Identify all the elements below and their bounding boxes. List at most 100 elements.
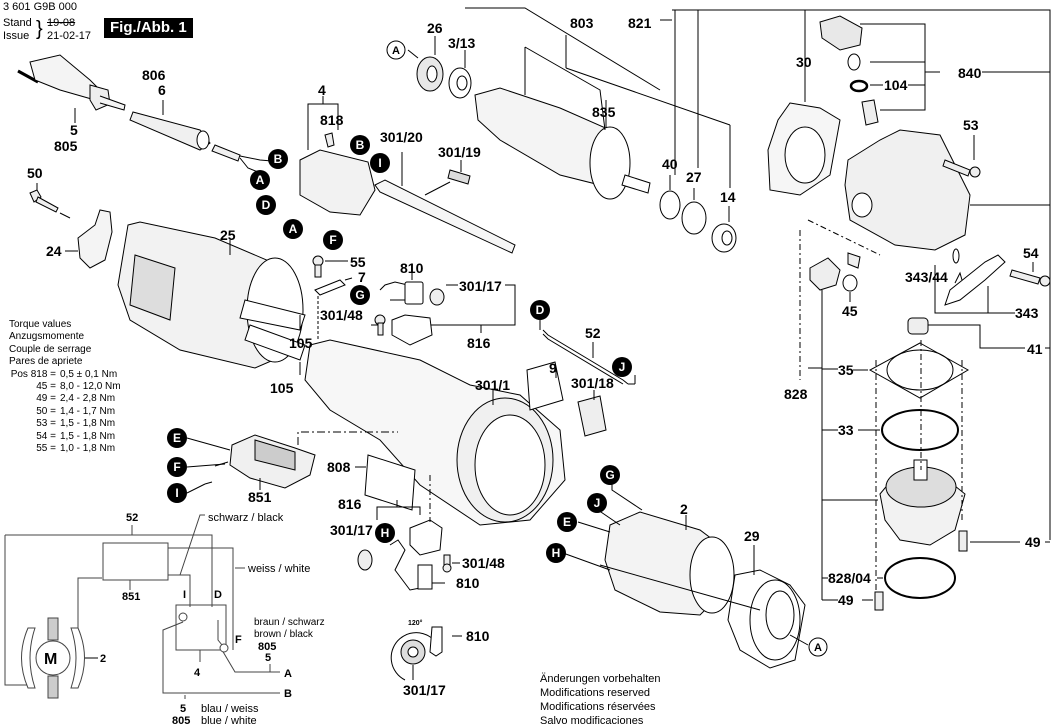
screw-301-48 (374, 314, 386, 336)
bearing-26 (416, 56, 444, 92)
connector-d: D (536, 303, 545, 317)
part-label: 810 (466, 628, 490, 644)
part-label: 35 (838, 362, 854, 378)
part-301-18 (577, 395, 607, 437)
armature-835 (474, 87, 651, 200)
connector-f: F (329, 233, 336, 247)
part-label: 806 (142, 67, 166, 83)
part-label: 301/17 (459, 278, 502, 294)
wire-white-label: weiss / white (247, 563, 310, 575)
part-label: 301/48 (462, 555, 505, 571)
output-b-label: B (284, 688, 292, 700)
connector-a: A (289, 222, 298, 236)
part-label: 301/20 (380, 129, 423, 145)
modifications-note: Änderungen vorbehalten Modifications res… (540, 673, 661, 727)
part-label: 55 (350, 254, 366, 270)
circlip-40 (659, 190, 681, 220)
output-a-label: A (284, 668, 292, 680)
wire-52-label: 52 (126, 512, 138, 524)
stator-label: 2 (100, 653, 106, 665)
part-label: 805 (54, 138, 78, 154)
connector-i: I (175, 486, 178, 500)
part-label: 3/13 (448, 35, 475, 51)
torque-row: 55 =1,0 - 1,8 Nm (36, 443, 116, 455)
switch-label: 4 (194, 667, 201, 679)
torque-title-de: Anzugsmomente (9, 331, 85, 343)
part-label: 816 (467, 335, 491, 351)
gear-housing (844, 129, 971, 251)
lever-rod-301-20 (374, 179, 516, 254)
connector-a: A (814, 642, 822, 654)
part-label: 104 (884, 77, 908, 93)
part-label: 810 (456, 575, 480, 591)
part-label: 5 (70, 122, 78, 138)
part-label: 105 (270, 380, 294, 396)
screw-301-48-lower (442, 554, 452, 573)
wire-brown-805-label: 805 (258, 641, 276, 653)
motor-housing-25 (117, 221, 306, 369)
carbon-brush-810 (404, 281, 424, 305)
fan-baffle-29 (727, 569, 806, 669)
power-plug (17, 54, 126, 111)
ring-27 (681, 201, 707, 235)
part-label: 14 (720, 189, 736, 205)
motor-symbol (21, 617, 98, 699)
label-808 (364, 454, 416, 511)
torque-row: Pos 818 =0,5 ± 0,1 Nm (10, 368, 118, 380)
part-label: 50 (27, 165, 43, 181)
spring-301-19 (447, 169, 471, 185)
part-label: 808 (327, 459, 351, 475)
stand-label: Stand (3, 17, 32, 29)
guard-plate-30 (767, 102, 841, 196)
connector-b: B (274, 152, 283, 166)
cable-sleeve (129, 111, 273, 173)
part-label: 840 (958, 65, 982, 81)
part-label: 343/44 (905, 269, 948, 285)
connector-a: A (392, 45, 400, 57)
cable-52 (542, 329, 629, 385)
bracket-24 (77, 209, 113, 269)
torque-row: 50 =1,4 - 1,7 Nm (36, 405, 116, 417)
torque-values-table: Torque values Anzugsmomente Couple de se… (9, 319, 121, 455)
nut-45 (842, 274, 858, 292)
brush-spring-301-17-lower (357, 549, 373, 571)
wire-black-label: schwarz / black (208, 512, 284, 524)
part-label: 45 (842, 303, 858, 319)
module-851-label: 851 (122, 591, 140, 603)
connector-e: E (173, 431, 181, 445)
connector-h: H (381, 526, 390, 540)
wire-blue-en-label: blue / white (201, 715, 257, 727)
part-label: 835 (592, 104, 616, 120)
connector-d: D (262, 198, 271, 212)
screw-55 (312, 255, 324, 278)
brace-icon: } (36, 18, 43, 40)
part-label: 301/19 (438, 144, 481, 160)
document-number: 3 601 G9B 000 (3, 1, 78, 13)
torque-title-es: Pares de apriete (9, 356, 83, 368)
spring-icon (847, 53, 861, 71)
plate-7 (314, 279, 346, 296)
part-label: 2 (680, 501, 688, 517)
part-label: 54 (1023, 245, 1039, 261)
connector-a: A (256, 173, 265, 187)
part-label: 53 (963, 117, 979, 133)
part-label: 816 (338, 496, 362, 512)
brush-spring-301-17 (429, 288, 445, 306)
flange-plate-35 (868, 342, 970, 399)
wire-blue-de-label: blau / weiss (201, 703, 259, 715)
part-label: 828 (784, 386, 808, 402)
label-9 (526, 361, 564, 411)
part-label: 40 (662, 156, 678, 172)
bearing-14 (711, 223, 737, 253)
spindle-lock-343 (944, 248, 1006, 306)
motor-housing-301-1 (304, 339, 566, 526)
figure-label: Fig./Abb. 1 (104, 18, 193, 38)
connector-j: J (619, 360, 626, 374)
part-label: 7 (358, 269, 366, 285)
screw-49 (874, 530, 968, 611)
connector-g: G (355, 288, 364, 302)
bush-41 (907, 317, 929, 335)
wiring-diagram (4, 514, 280, 699)
